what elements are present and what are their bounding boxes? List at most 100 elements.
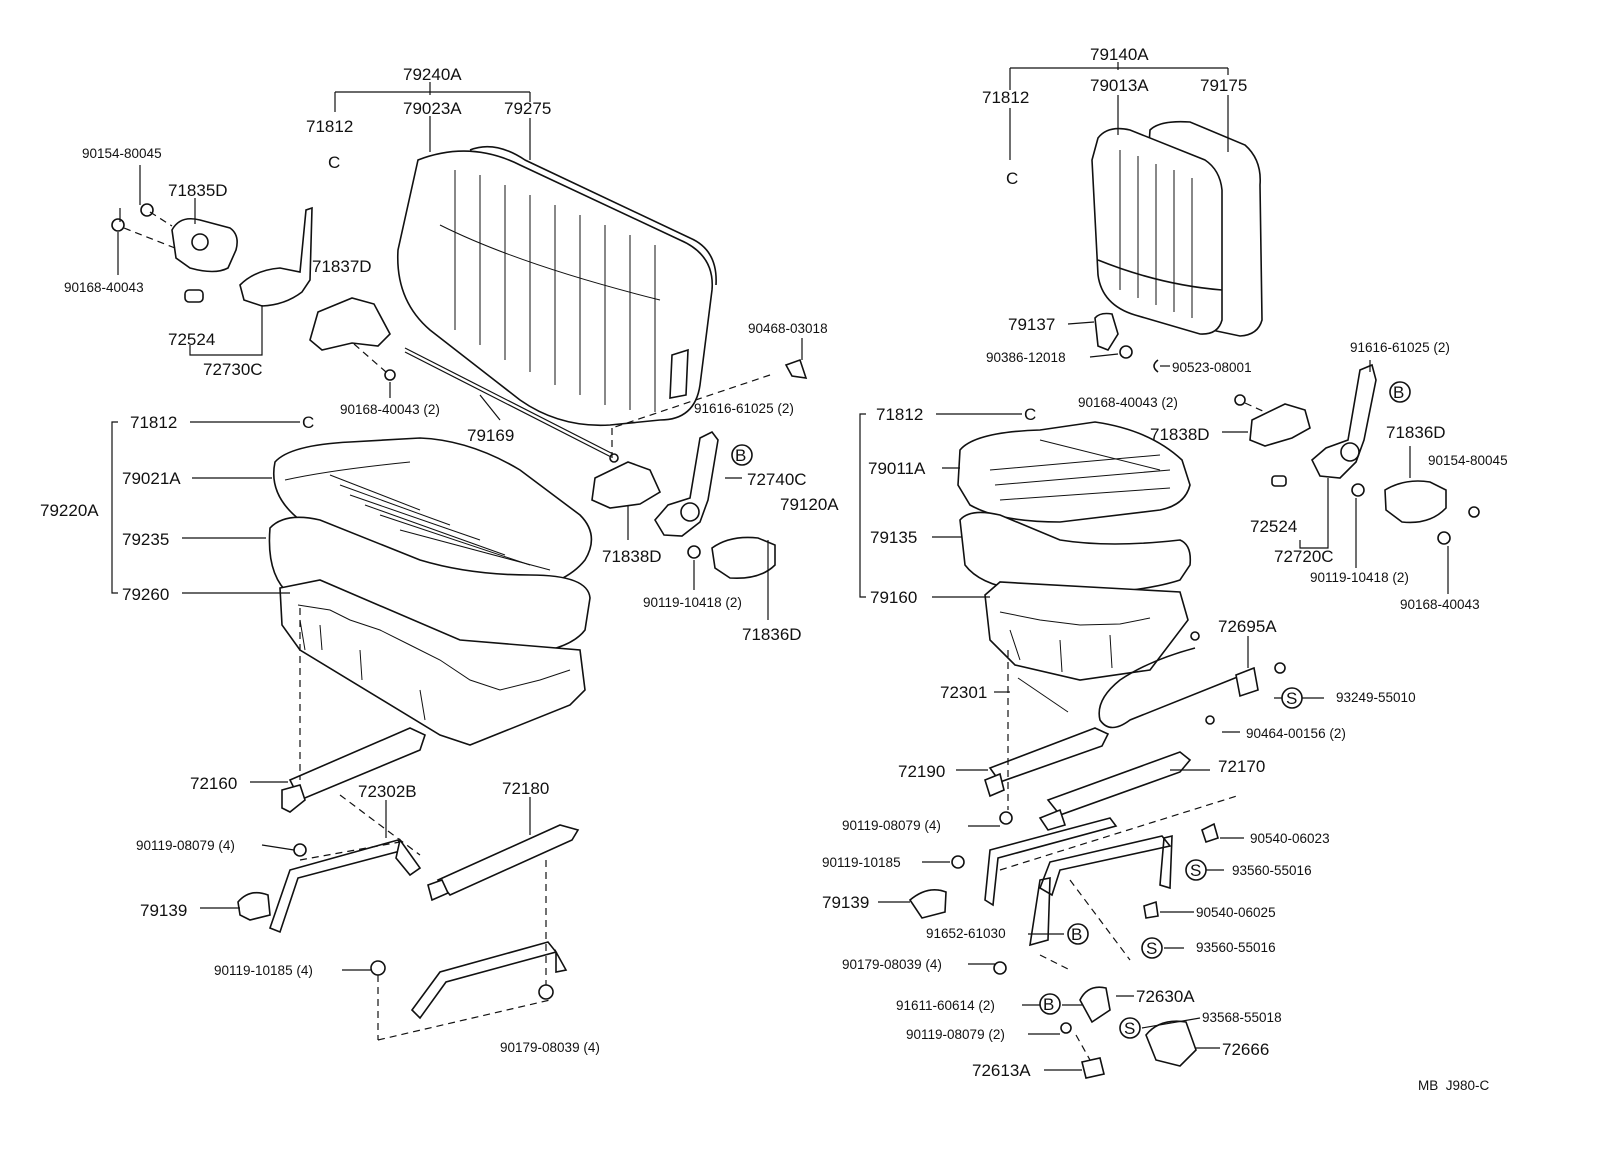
label-79013A: 79013A: [1090, 76, 1149, 95]
label-79021A: 79021A: [122, 469, 181, 488]
label-91616-61025-b: 91616-61025 (2): [1350, 340, 1450, 355]
label-91616-61025-a: 91616-61025 (2): [694, 401, 794, 416]
label-B-1: B: [735, 446, 746, 465]
clip-c-4: C: [1024, 405, 1036, 424]
badge-b-2: [1389, 381, 1411, 403]
label-93249-55010: 93249-55010: [1336, 690, 1416, 705]
label-B-4: B: [1043, 995, 1054, 1014]
clip-c-3: C: [1006, 169, 1018, 188]
label-90154-80045-b: 90154-80045: [1428, 453, 1508, 468]
label-90468-03018: 90468-03018: [748, 321, 828, 336]
label-72740C: 72740C: [747, 470, 807, 489]
label-90464-00156: 90464-00156 (2): [1246, 726, 1346, 741]
label-71812-a: 71812: [306, 117, 353, 136]
label-90119-08079-a: 90119-08079 (4): [136, 838, 235, 853]
label-90154-80045-a: 90154-80045: [82, 146, 162, 161]
label-90119-08079-c: 90119-08079 (2): [906, 1027, 1005, 1042]
label-91652-61030: 91652-61030: [926, 926, 1006, 941]
label-71838D-a: 71838D: [602, 547, 662, 566]
label-79137: 79137: [1008, 315, 1055, 334]
label-93568-55018: 93568-55018: [1202, 1010, 1282, 1025]
badge-s-2: [1185, 859, 1207, 881]
label-90523-08001: 90523-08001: [1172, 360, 1252, 375]
label-71836D-a: 71836D: [742, 625, 802, 644]
label-79220A: 79220A: [40, 501, 99, 520]
label-79260: 79260: [122, 585, 169, 604]
label-90168-40043-d: 90168-40043: [1400, 597, 1480, 612]
label-72613A: 72613A: [972, 1061, 1031, 1080]
label-72666: 72666: [1222, 1040, 1269, 1059]
label-90540-06025: 90540-06025: [1196, 905, 1276, 920]
reference-badges: [731, 381, 1411, 1039]
label-72730C: 72730C: [203, 360, 263, 379]
label-79139-b: 79139: [822, 893, 869, 912]
label-90168-40043-a: 90168-40043: [64, 280, 144, 295]
rod-79169: [404, 347, 616, 456]
label-S-4: S: [1124, 1019, 1135, 1038]
label-90168-40043-c: 90168-40043 (2): [1078, 395, 1178, 410]
label-90119-08079-b: 90119-08079 (4): [842, 818, 941, 833]
badge-s-1: [1281, 687, 1303, 709]
diagram-code: MB J980-C: [1418, 1078, 1490, 1093]
label-79120A: 79120A: [780, 495, 839, 514]
label-72180: 72180: [502, 779, 549, 798]
label-B-2: B: [1393, 383, 1404, 402]
label-72190: 72190: [898, 762, 945, 781]
label-72302B: 72302B: [358, 782, 417, 801]
label-S-1: S: [1286, 689, 1297, 708]
bench-right-hinge-parts: [591, 358, 808, 580]
label-72160: 72160: [190, 774, 237, 793]
clip-c-2: C: [302, 413, 314, 432]
label-72170: 72170: [1218, 757, 1265, 776]
label-93560-55016-a: 93560-55016: [1232, 863, 1312, 878]
label-79240A: 79240A: [403, 65, 462, 84]
left-hinge-parts: [111, 203, 396, 381]
label-79275: 79275: [504, 99, 551, 118]
label-71812-c: 71812: [982, 88, 1029, 107]
label-91611-60614: 91611-60614 (2): [896, 998, 995, 1013]
label-72695A: 72695A: [1218, 617, 1277, 636]
bucket-cushion-illustration: [957, 421, 1192, 681]
label-79023A: 79023A: [403, 99, 462, 118]
bucket-hinge-parts: [1234, 363, 1480, 545]
label-79160: 79160: [870, 588, 917, 607]
label-90119-10185-b: 90119-10185: [822, 855, 901, 870]
label-79235: 79235: [122, 530, 169, 549]
label-71812-b: 71812: [130, 413, 177, 432]
label-71836D-b: 71836D: [1386, 423, 1446, 442]
bench-seatback-illustration: [396, 145, 717, 427]
label-71812-d: 71812: [876, 405, 923, 424]
label-71837D: 71837D: [312, 257, 372, 276]
label-79175: 79175: [1200, 76, 1247, 95]
label-90119-10185-a: 90119-10185 (4): [214, 963, 313, 978]
label-90119-10418-b: 90119-10418 (2): [1310, 570, 1409, 585]
label-71835D: 71835D: [168, 181, 228, 200]
bucket-rails-and-cable: [908, 631, 1286, 1079]
part-labels: 79240A 79023A 79275 71812 C 90154-80045 …: [40, 45, 1508, 1093]
label-79169: 79169: [467, 426, 514, 445]
label-90119-10418-a: 90119-10418 (2): [643, 595, 742, 610]
bench-rails: [237, 608, 580, 1041]
label-79140A: 79140A: [1090, 45, 1149, 64]
label-72524-a: 72524: [168, 330, 215, 349]
label-71838D-b: 71838D: [1150, 425, 1210, 444]
label-90540-06023: 90540-06023: [1250, 831, 1330, 846]
label-90179-08039-a: 90179-08039 (4): [500, 1040, 600, 1055]
label-79139-a: 79139: [140, 901, 187, 920]
leader-lines: [111, 62, 1449, 1071]
label-72524-b: 72524: [1250, 517, 1297, 536]
label-79011A: 79011A: [868, 459, 926, 478]
label-72720C: 72720C: [1274, 547, 1334, 566]
label-72301: 72301: [940, 683, 987, 702]
label-72630A: 72630A: [1136, 987, 1195, 1006]
bench-cushion-illustration: [268, 437, 593, 746]
label-S-2: S: [1190, 861, 1201, 880]
label-S-3: S: [1146, 939, 1157, 958]
label-79135: 79135: [870, 528, 917, 547]
label-90168-40043-b: 90168-40043 (2): [340, 402, 440, 417]
badge-s-3: [1141, 937, 1163, 959]
badge-s-4: [1119, 1017, 1141, 1039]
label-90386-12018: 90386-12018: [986, 350, 1066, 365]
badge-b-1: [731, 444, 753, 466]
